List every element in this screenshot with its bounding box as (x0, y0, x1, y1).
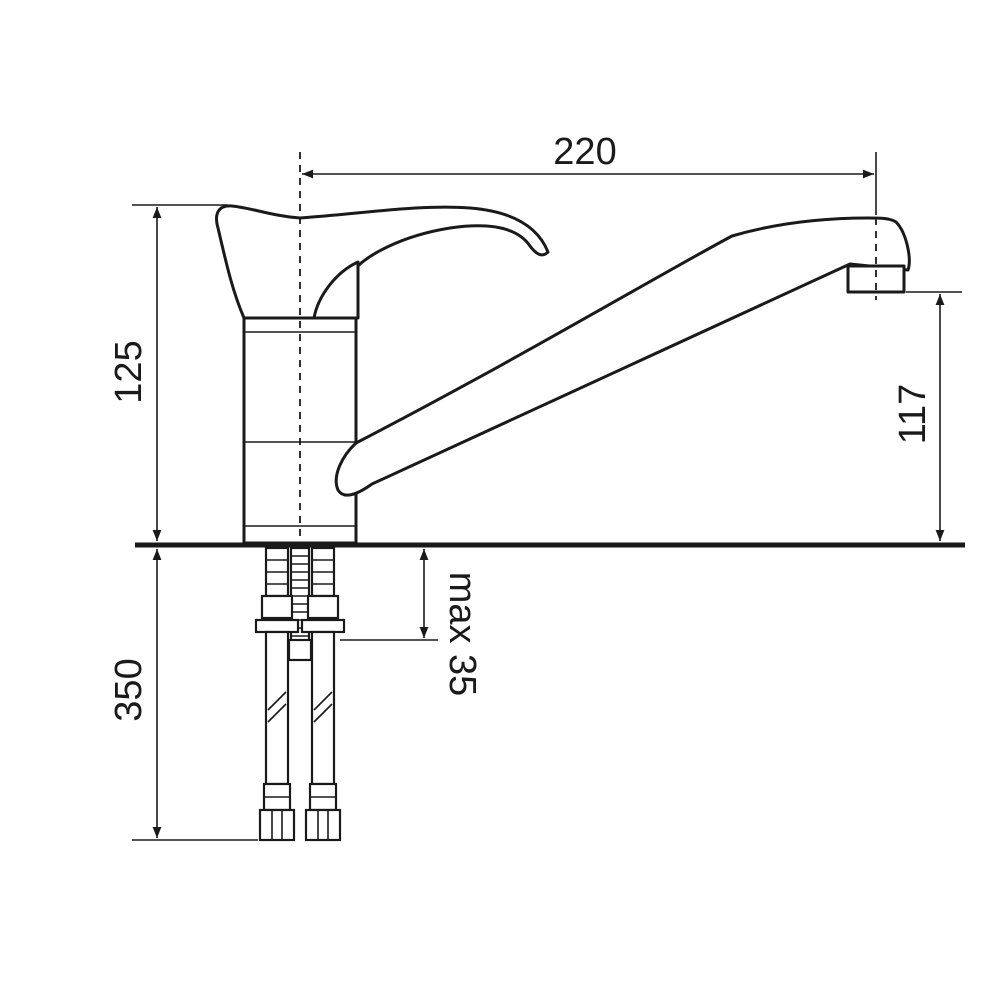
label-spout-reach: 220 (553, 131, 616, 173)
label-hose-length: 350 (108, 658, 150, 721)
label-faucet-height: 125 (108, 340, 150, 403)
label-spout-height: 117 (892, 384, 934, 445)
dimension-max-counter-thickness: max 35 (340, 549, 483, 696)
dimension-faucet-height: 125 (108, 204, 228, 541)
lever-handle (215, 204, 550, 320)
dimension-spout-height: 117 (892, 291, 962, 541)
spout (334, 216, 911, 497)
dimension-hose-length: 350 (108, 549, 258, 841)
handle-neck (312, 260, 360, 320)
dimension-spout-reach: 220 (302, 131, 877, 215)
mounting-assembly (254, 546, 346, 842)
label-max-counter-thickness: max 35 (441, 572, 483, 697)
